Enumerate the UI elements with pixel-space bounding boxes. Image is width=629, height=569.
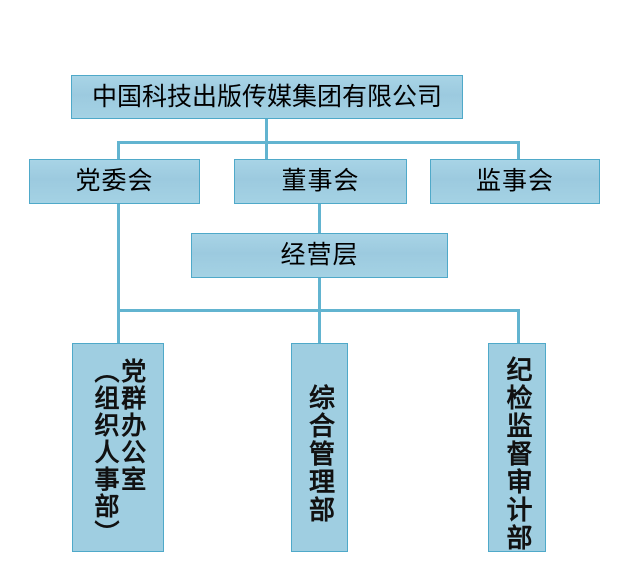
node-company-root[interactable]: 中国科技出版传媒集团有限公司 xyxy=(71,75,463,119)
node-general-management-dept[interactable]: 综合管理部 xyxy=(291,343,348,552)
connector-drop-party xyxy=(117,141,120,161)
vertical-text-wrap-dept3: 纪检监督审计部 xyxy=(502,344,533,552)
connector-drop-dept3 xyxy=(517,309,520,345)
node-management-layer[interactable]: 经营层 xyxy=(191,233,448,278)
connector-drop-dept2 xyxy=(318,309,321,345)
node-party-affairs-office[interactable]: 党群办公室 （组织人事部） xyxy=(72,343,164,552)
node-board-of-directors[interactable]: 董事会 xyxy=(234,159,407,204)
vertical-text-wrap-dept1: 党群办公室 （组织人事部） xyxy=(91,344,147,551)
node-label-board-of-supervisors: 监事会 xyxy=(475,166,554,196)
connector-drop-supervisor xyxy=(517,141,520,161)
node-label-party-affairs-office-col2: （组织人事部） xyxy=(91,358,120,547)
node-party-committee[interactable]: 党委会 xyxy=(29,159,200,204)
connector-party-to-dept xyxy=(117,203,120,312)
connector-exec-stem xyxy=(318,277,321,311)
node-discipline-audit-dept[interactable]: 纪检监督审计部 xyxy=(488,343,546,552)
node-label-board-of-directors: 董事会 xyxy=(281,166,360,196)
connector-level2-bus xyxy=(117,141,520,144)
node-board-of-supervisors[interactable]: 监事会 xyxy=(430,159,600,204)
node-label-party-affairs-office-col1: 党群办公室 xyxy=(117,358,147,493)
vertical-text-wrap-dept2: 综合管理部 xyxy=(304,344,335,551)
connector-drop-board xyxy=(265,141,268,161)
connector-board-to-exec xyxy=(318,203,321,235)
node-label-management-layer: 经营层 xyxy=(280,240,359,270)
node-label-discipline-audit-dept: 纪检监督审计部 xyxy=(502,356,533,552)
node-label-party-committee: 党委会 xyxy=(75,166,154,196)
node-label-general-management-dept: 综合管理部 xyxy=(304,384,335,524)
connector-root-stem xyxy=(265,118,268,144)
node-label-company-root: 中国科技出版传媒集团有限公司 xyxy=(91,81,442,111)
connector-drop-dept1 xyxy=(117,309,120,345)
